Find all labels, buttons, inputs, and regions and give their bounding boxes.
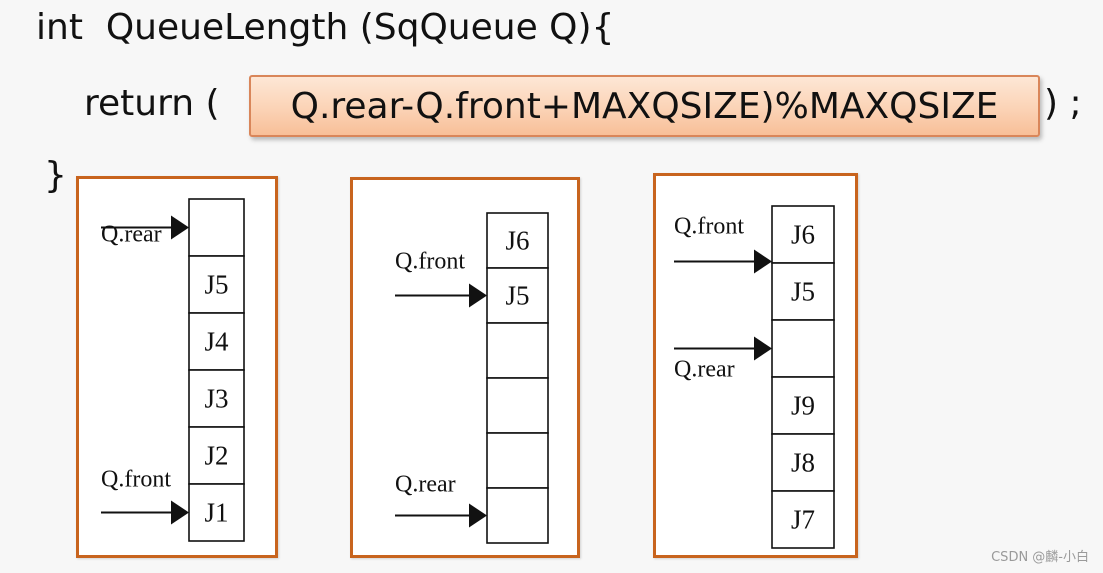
queue-cell (486, 487, 549, 544)
queue-cell (771, 433, 835, 492)
queue-cell-label: J1 (204, 498, 228, 528)
queue-cell-label: J6 (505, 226, 529, 256)
pointer-label: Q.front (674, 214, 744, 240)
queue-cell (771, 262, 835, 321)
queue-cell (771, 319, 835, 378)
queue-cell (771, 490, 835, 549)
pointer-arrow-head-icon (469, 503, 487, 528)
pointer-label: Q.rear (101, 222, 162, 248)
queue-cell-label: J6 (791, 220, 815, 250)
code-line-closing-brace: } (44, 155, 67, 196)
pointer-arrow-head-icon (171, 215, 189, 240)
code-line-function-signature: int QueueLength (SqQueue Q){ (36, 7, 615, 48)
pointer-arrow-head-icon (469, 283, 487, 308)
pointer-label: Q.rear (674, 357, 735, 383)
pointer-arrow-head-icon (754, 336, 772, 361)
queue-cell (188, 198, 245, 257)
pointer-label: Q.front (101, 467, 171, 493)
queue-cell (188, 255, 245, 314)
queue-cell (188, 483, 245, 542)
queue-cell (486, 212, 549, 269)
highlighted-expression: Q.rear-Q.front+MAXQSIZE)%MAXQSIZE (249, 75, 1040, 137)
queue-cell-label: J8 (791, 448, 815, 478)
queue-cell (771, 205, 835, 264)
queue-cell (486, 267, 549, 324)
queue-cell-label: J3 (204, 384, 228, 414)
pointer-arrow-head-icon (754, 249, 772, 274)
code-line-return-end: ) ; (1044, 83, 1082, 124)
queue-cell (486, 432, 549, 489)
queue-cell (188, 312, 245, 371)
pointer-label: Q.front (395, 249, 465, 275)
queue-cell-label: J5 (204, 270, 228, 300)
queue-cell-label: J5 (791, 277, 815, 307)
queue-cell (771, 376, 835, 435)
queue-cell (486, 377, 549, 434)
code-line-return-start: return ( (84, 83, 220, 124)
queue-cell-label: J7 (791, 505, 815, 535)
queue-cell-label: J2 (204, 441, 228, 471)
queue-cell (486, 322, 549, 379)
queue-cell-label: J5 (505, 281, 529, 311)
queue-cell-label: J9 (791, 391, 815, 421)
pointer-arrow-head-icon (171, 500, 189, 525)
watermark: CSDN @麟-小白 (991, 550, 1089, 565)
pointer-label: Q.rear (395, 472, 456, 498)
queue-cell (188, 426, 245, 485)
queue-cell-label: J4 (204, 327, 229, 357)
